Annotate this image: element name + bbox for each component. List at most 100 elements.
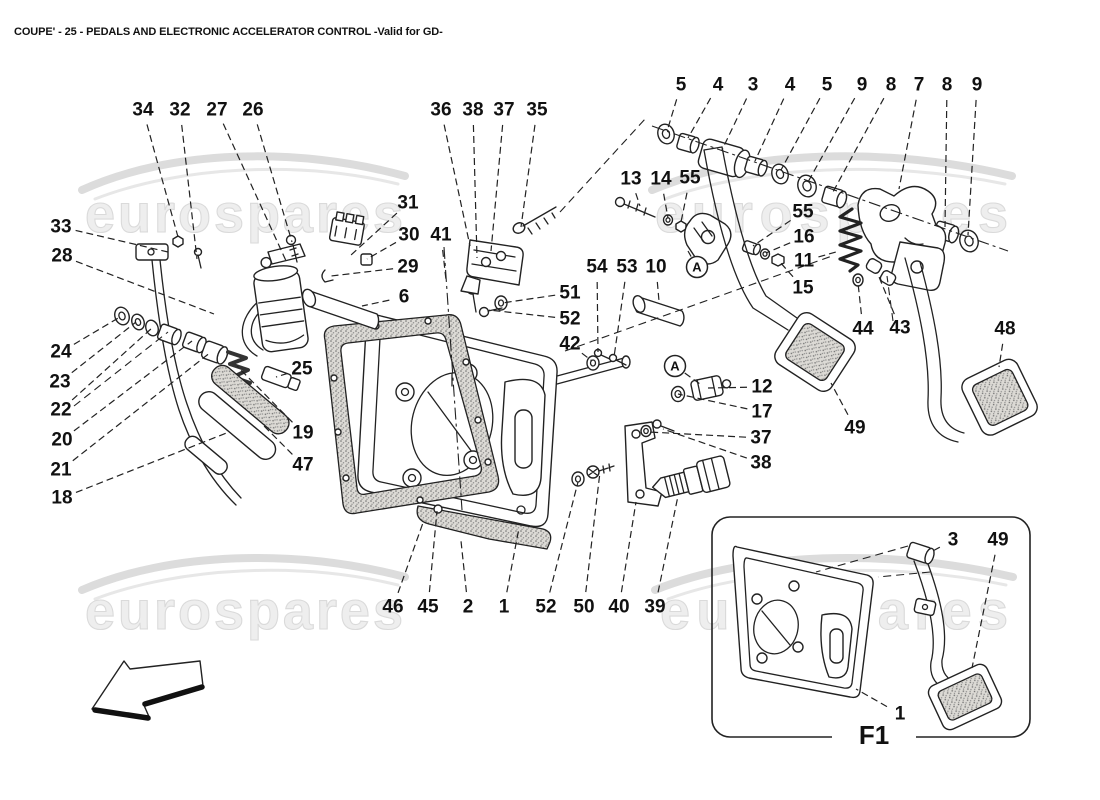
- callout-52: 52: [559, 309, 580, 330]
- leader-line: [754, 98, 785, 162]
- callout-8: 8: [942, 75, 953, 96]
- view-marker-circle: [663, 354, 687, 378]
- leader-line: [663, 193, 669, 219]
- leader-line: [361, 299, 390, 307]
- inset-plate: [732, 545, 874, 699]
- callout-50: 50: [573, 597, 594, 618]
- leader-line: [397, 519, 425, 594]
- swoosh: [651, 553, 1017, 594]
- callout-49: 49: [844, 418, 865, 439]
- callout-38: 38: [462, 100, 483, 121]
- callout-37: 37: [750, 428, 771, 449]
- callout-45: 45: [417, 597, 439, 618]
- callout-34: 34: [132, 100, 154, 121]
- callout-30: 30: [398, 225, 419, 246]
- rod-6: [301, 288, 380, 330]
- leader-line: [275, 372, 288, 378]
- leader-line: [330, 268, 394, 277]
- construction-lines: [73, 117, 1009, 511]
- callout-4: 4: [785, 75, 796, 96]
- leader-line: [71, 327, 153, 401]
- callout-20: 20: [51, 430, 72, 451]
- callout-39: 39: [644, 597, 665, 618]
- inset-f1-label: F1: [859, 720, 889, 750]
- leader-line: [488, 309, 556, 318]
- rod-10: [632, 295, 685, 327]
- leader-line: [832, 97, 885, 193]
- callout-11: 11: [794, 251, 815, 272]
- leader-line: [857, 282, 862, 315]
- callout-9: 9: [857, 75, 868, 96]
- callout-7: 7: [914, 75, 925, 96]
- leader-line: [442, 249, 447, 281]
- callout-52: 52: [535, 597, 556, 618]
- leader-line: [780, 97, 821, 171]
- watermark-text: eurospares: [85, 581, 405, 641]
- leader-line: [752, 219, 791, 247]
- callout-15: 15: [792, 278, 814, 299]
- small-fasteners: [478, 295, 627, 371]
- leader-line: [944, 99, 948, 228]
- callout-41: 41: [430, 225, 452, 246]
- callout-25: 25: [291, 359, 313, 380]
- accelerator-linkage: [114, 235, 301, 506]
- clutch-pedal: [904, 257, 1038, 443]
- switch-mount: [571, 419, 731, 507]
- leader-line: [677, 393, 748, 410]
- valve-12: [670, 375, 732, 403]
- swoosh: [78, 553, 409, 594]
- callout-6: 6: [399, 287, 410, 308]
- callout-37: 37: [493, 100, 514, 121]
- leader-line: [778, 260, 794, 278]
- leader-line: [366, 241, 397, 260]
- callout-27: 27: [206, 100, 227, 121]
- leader-line: [581, 352, 593, 362]
- leader-line: [662, 428, 748, 459]
- leader-line: [520, 124, 536, 228]
- diagram-artwork: F1: [91, 123, 1038, 750]
- callout-38: 38: [750, 453, 771, 474]
- clevis-group: [614, 196, 785, 267]
- callout-35: 35: [526, 100, 548, 121]
- callout-33: 33: [50, 217, 71, 238]
- leader-line: [460, 540, 468, 593]
- callout-4: 4: [713, 75, 724, 96]
- leader-line: [765, 242, 791, 254]
- callout-22: 22: [50, 400, 71, 421]
- callout-44: 44: [852, 319, 874, 340]
- leader-lines: [71, 97, 1004, 708]
- leader-line: [146, 124, 179, 238]
- leader-line: [549, 481, 579, 593]
- callout-53: 53: [616, 257, 637, 278]
- callout-49: 49: [987, 530, 1008, 551]
- leader-line: [443, 124, 471, 247]
- callout-17: 17: [751, 402, 772, 423]
- throttle-device: [241, 211, 373, 357]
- leader-line: [75, 431, 230, 494]
- swoosh: [93, 568, 400, 601]
- leader-line: [596, 281, 599, 353]
- callout-36: 36: [430, 100, 451, 121]
- leader-line: [876, 271, 895, 315]
- callout-A: A: [670, 359, 680, 374]
- leader-line: [585, 471, 601, 593]
- leader-line: [818, 251, 837, 258]
- leader-line: [855, 688, 888, 708]
- callout-51: 51: [559, 283, 581, 304]
- callout-10: 10: [645, 257, 666, 278]
- swoosh: [648, 152, 1016, 194]
- inset-pedal: [906, 541, 1003, 731]
- leader-line: [967, 99, 977, 236]
- leader-line: [998, 343, 1004, 368]
- inset-drawing: F1: [711, 516, 1031, 750]
- callout-23: 23: [49, 372, 70, 393]
- leader-line: [687, 97, 712, 139]
- callout-3: 3: [748, 75, 759, 96]
- callout-40: 40: [608, 597, 629, 618]
- callout-26: 26: [242, 100, 263, 121]
- direction-arrow-icon: [91, 660, 205, 721]
- leader-line: [222, 123, 288, 264]
- callout-8: 8: [886, 75, 897, 96]
